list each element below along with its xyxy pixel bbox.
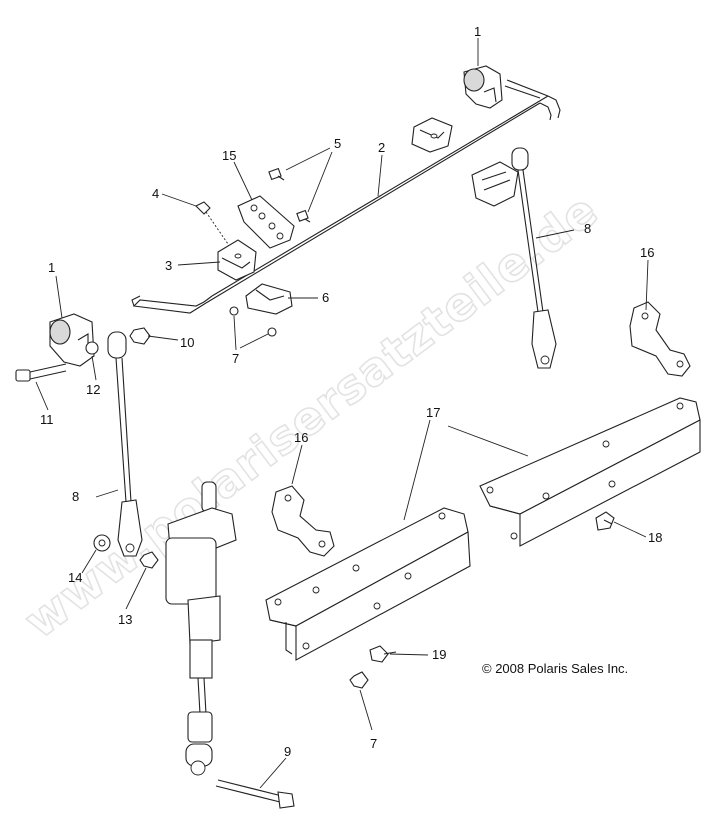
callout-1-left: 1	[48, 260, 55, 275]
callout-16-right: 16	[640, 245, 654, 260]
bar-clamp-right	[471, 161, 519, 207]
washer-14-hole	[98, 539, 106, 547]
callout-7-upper: 7	[232, 351, 239, 366]
screw-upper	[268, 167, 285, 181]
link-rod-left	[107, 331, 143, 557]
callout-13: 13	[118, 612, 132, 627]
callout-8-left: 8	[72, 489, 79, 504]
callout-9: 9	[284, 744, 291, 759]
callout-5: 5	[334, 136, 341, 151]
callout-11: 11	[40, 412, 54, 427]
bushing-left	[49, 313, 95, 367]
bar-clamp-upper	[411, 117, 453, 153]
leader-lines	[35, 38, 649, 789]
bushing-top	[463, 65, 503, 109]
callout-7-lower: 7	[370, 736, 377, 751]
bar-clamp-lower	[217, 239, 257, 281]
floor-rail-right	[479, 397, 701, 547]
nut-bottom	[349, 671, 369, 689]
callout-19: 19	[432, 647, 446, 662]
nut-13	[139, 551, 159, 569]
callout-8-right: 8	[584, 221, 591, 236]
callout-1-top: 1	[474, 24, 481, 39]
shock-absorber	[165, 481, 237, 776]
callout-18: 18	[648, 530, 662, 545]
callout-17: 17	[426, 405, 440, 420]
screw-18	[595, 511, 615, 531]
clip	[195, 201, 229, 245]
screw-lower	[296, 209, 311, 223]
bracket-right	[629, 301, 691, 377]
callout-16-left: 16	[294, 430, 308, 445]
callout-labels: 1 2 5 15 4 3 8 16 1 6 10 7 11 12 17 16 8…	[40, 24, 662, 759]
bolt-19	[369, 645, 397, 663]
callout-6: 6	[322, 290, 329, 305]
callout-4: 4	[152, 186, 159, 201]
nut-10	[129, 327, 151, 345]
callout-3: 3	[165, 258, 172, 273]
floor-rail-left	[265, 507, 471, 661]
bolt-left	[15, 363, 67, 382]
washer-left	[85, 341, 99, 355]
stabilizer-bar	[131, 79, 561, 314]
nut-upper-left	[229, 306, 239, 316]
callout-14: 14	[68, 570, 82, 585]
bolt-long	[215, 779, 295, 809]
callout-10: 10	[180, 335, 194, 350]
callout-15: 15	[222, 148, 236, 163]
clamp-part-6	[245, 283, 293, 315]
callout-12: 12	[86, 382, 100, 397]
clamp-plate	[237, 195, 295, 249]
nut-upper-right	[267, 327, 277, 337]
copyright-notice: © 2008 Polaris Sales Inc.	[482, 661, 629, 676]
bracket-left	[271, 485, 335, 557]
callout-2: 2	[378, 140, 385, 155]
link-rod-right	[511, 147, 557, 369]
